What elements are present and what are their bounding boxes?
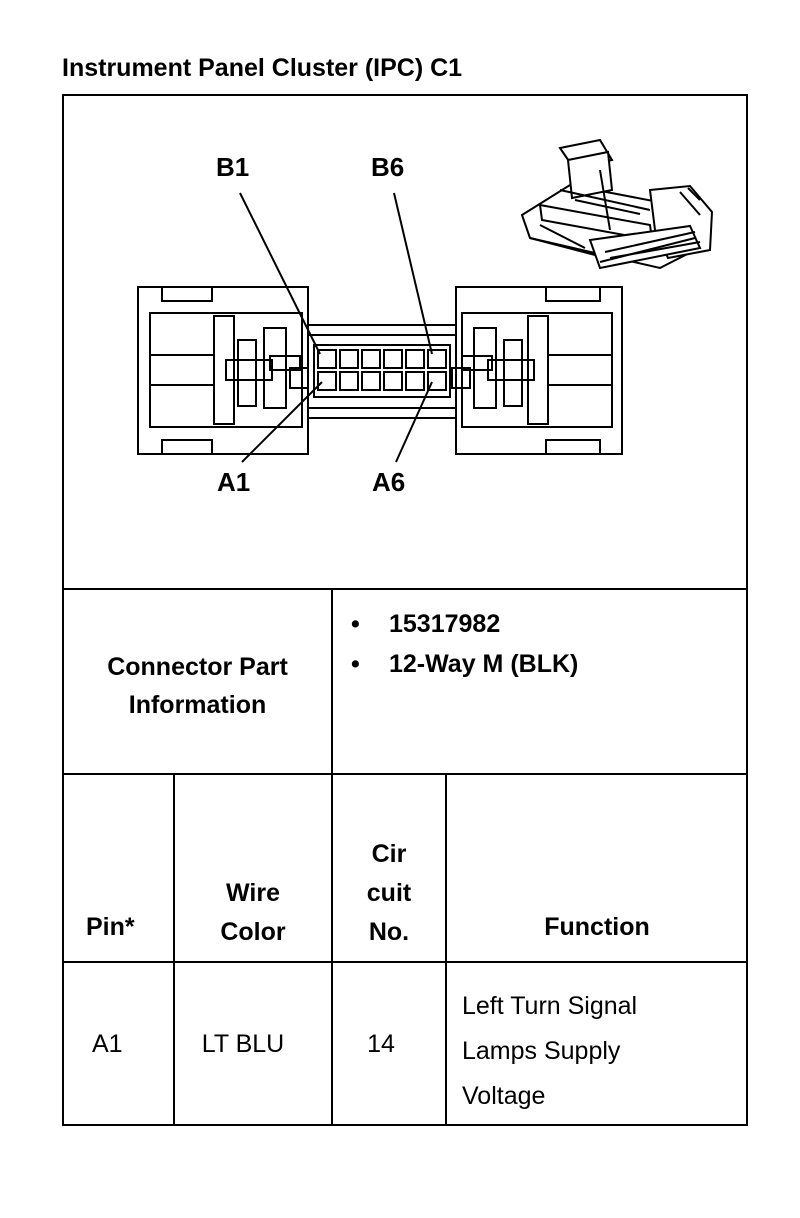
connector-part-number: 15317982 (389, 610, 501, 638)
page-title: Instrument Panel Cluster (IPC) C1 (62, 54, 463, 82)
divider-diagram (62, 588, 748, 590)
col-divider-1 (173, 773, 175, 1126)
col-divider-2 (331, 588, 333, 1126)
center-body (307, 324, 457, 419)
connector-info-item: • (351, 610, 360, 639)
terminal-cavities (317, 349, 447, 391)
bullet: • (351, 610, 360, 638)
document-frame (62, 94, 748, 1126)
connector-info-label: Connector Part Information (107, 653, 288, 719)
bullet: • (351, 650, 360, 678)
divider-connector-info (62, 773, 748, 775)
header-circuit-no: Cir cuit No. (366, 840, 412, 946)
row-wire-color: LT BLU (201, 1030, 285, 1058)
connector-isometric-view (520, 138, 714, 270)
header-pin: Pin* (86, 913, 135, 941)
pin-label-a6: A6 (372, 467, 406, 497)
header-function: Function (544, 913, 650, 941)
row-function: Left Turn Signal Lamps Supply Voltage (462, 992, 638, 1110)
row-pin: A1 (92, 1030, 123, 1058)
divider-table-header (62, 961, 748, 963)
connector-info-item: • (351, 650, 360, 679)
header-wire-color: Wire Color (220, 879, 286, 946)
pin-label-b1: B1 (216, 152, 250, 182)
connector-type: 12-Way M (BLK) (389, 650, 579, 678)
row-circuit-no: 14 (367, 1030, 395, 1058)
pin-label-b6: B6 (371, 152, 405, 182)
col-divider-3 (445, 773, 447, 1126)
pin-leader-lines (239, 192, 433, 463)
pin-label-a1: A1 (217, 467, 251, 497)
